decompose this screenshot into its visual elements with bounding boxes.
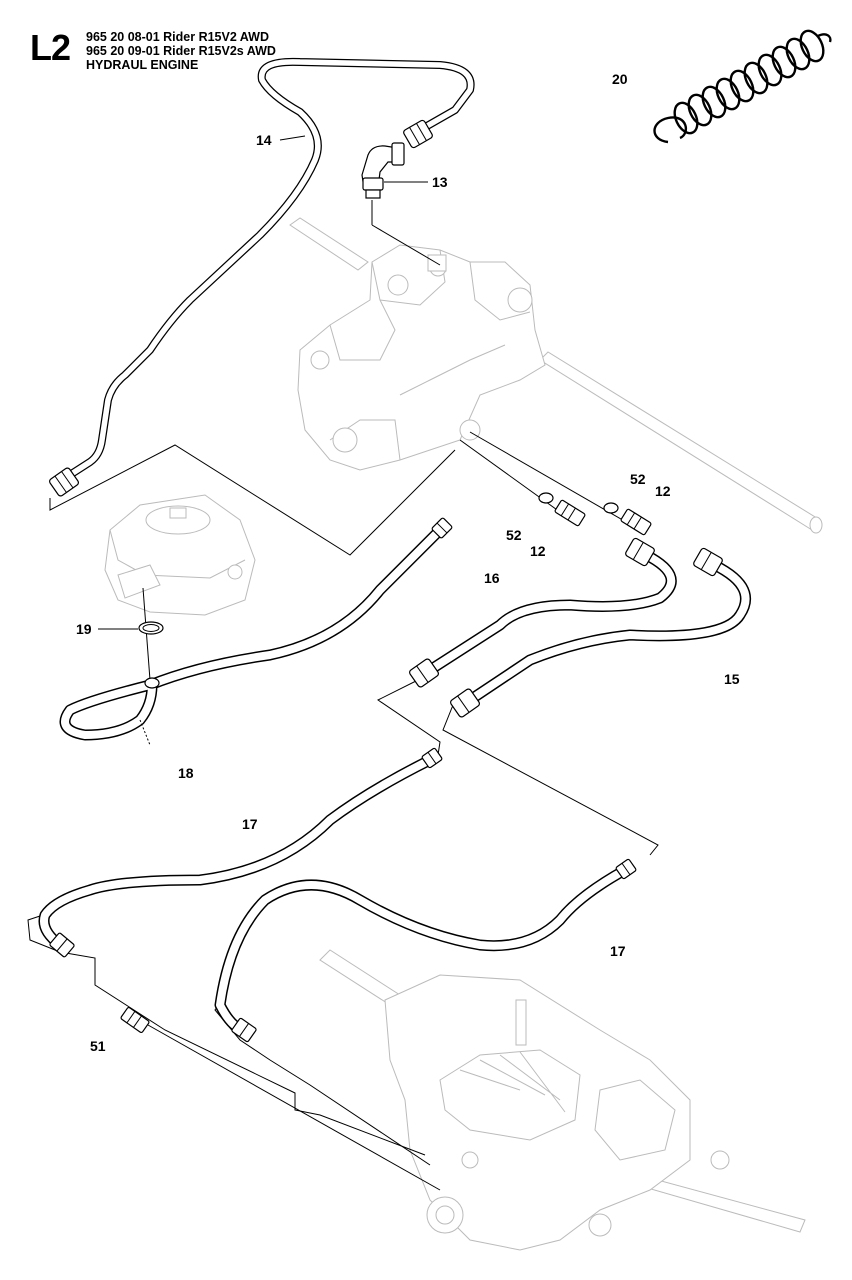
callout-18: 18: [178, 765, 194, 781]
callout-13: 13: [432, 174, 448, 190]
section-title: HYDRAUL ENGINE: [86, 58, 199, 72]
callout-52-left: 52: [506, 527, 522, 543]
spring-coil: [653, 29, 832, 144]
hose-15: [450, 547, 752, 718]
callout-19: 19: [76, 621, 92, 637]
hose-16: [409, 537, 677, 688]
callout-52-right: 52: [630, 471, 646, 487]
hose-clamp-19: [138, 621, 164, 635]
adapter-51: [120, 1006, 150, 1034]
lower-transmission: [319, 949, 806, 1251]
callout-17-upper: 17: [242, 816, 258, 832]
callout-16: 16: [484, 570, 500, 586]
section-code: L2: [30, 27, 71, 68]
long-hose-17-lower: [214, 858, 637, 1043]
suction-hose-18: [59, 517, 453, 746]
callout-20: 20: [612, 71, 628, 87]
model-list: 965 20 08-01 Rider R15V2 AWD 965 20 09-0…: [86, 30, 276, 72]
oil-reservoir: [104, 494, 256, 616]
adapter-12-left: [538, 492, 586, 527]
elbow-fitting-13: [361, 142, 405, 199]
long-hose-17-upper: [38, 747, 443, 958]
callout-12-right: 12: [655, 483, 671, 499]
callout-14: 14: [256, 132, 272, 148]
callout-17-lower: 17: [610, 943, 626, 959]
upper-transmission: [289, 217, 823, 534]
rigid-pipe-14: [49, 57, 475, 497]
callout-12-left: 12: [530, 543, 546, 559]
model-line-1: 965 20 08-01 Rider R15V2 AWD: [86, 30, 269, 44]
callout-15: 15: [724, 671, 740, 687]
callout-51: 51: [90, 1038, 106, 1054]
adapter-12-right: [603, 502, 652, 536]
model-line-2: 965 20 09-01 Rider R15V2s AWD: [86, 44, 276, 58]
callout-numbers: 20 14 13 52 12 52 12 16 15 19 18 17 17 5…: [76, 71, 740, 1054]
